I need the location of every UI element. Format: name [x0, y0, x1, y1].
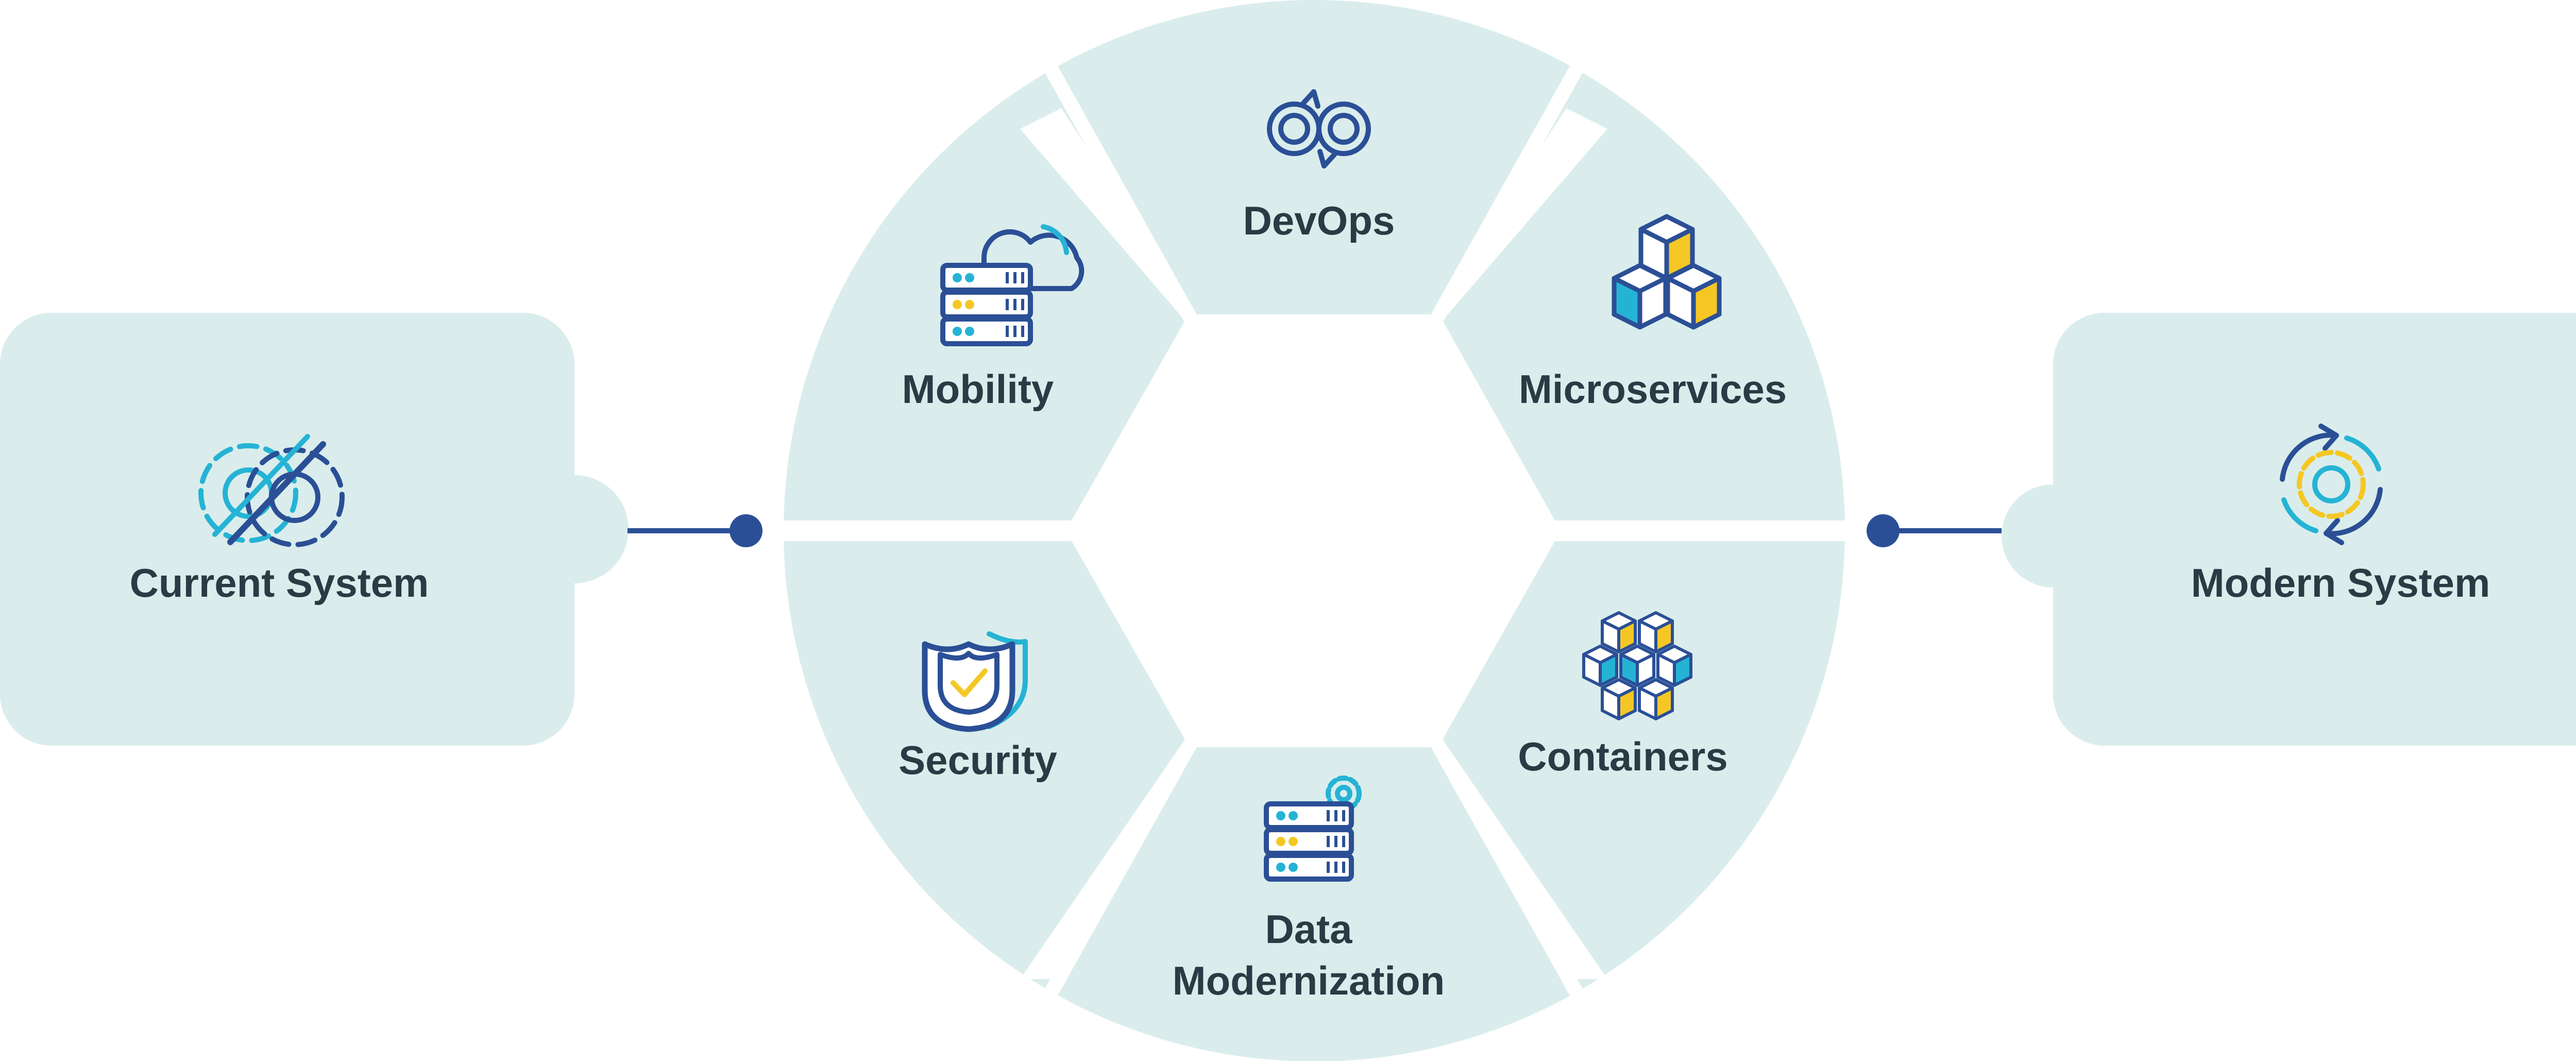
mobility-label: Mobility — [902, 366, 1054, 412]
segment-devops — [1061, 108, 1566, 314]
current-system-panel — [0, 313, 574, 746]
data-modernization-label-line1: Data — [1265, 906, 1352, 952]
devops-label: DevOps — [1243, 198, 1395, 243]
cubes-icon — [1612, 214, 1722, 330]
modern-system-tab — [2002, 484, 2105, 587]
gear-cycle-icon — [2280, 424, 2383, 545]
modern-system-card: Modern System — [1867, 313, 2576, 746]
right-connector-dot — [1867, 514, 1900, 547]
modern-system-label: Modern System — [2191, 560, 2490, 605]
devops-group: DevOps — [1243, 89, 1395, 243]
current-system-label: Current System — [130, 560, 429, 605]
center-hexagon — [1082, 321, 1546, 741]
current-system-tab — [520, 475, 629, 583]
security-group: Security — [899, 631, 1057, 783]
cube-cluster-icon — [1582, 611, 1692, 720]
data-modernization-label-line2: Modernization — [1173, 958, 1445, 1003]
microservices-group: Microservices — [1519, 214, 1787, 412]
capability-ring — [784, 0, 1845, 1061]
security-label: Security — [899, 737, 1057, 783]
shield-check-icon — [922, 631, 1028, 732]
current-system-card: Current System — [0, 313, 762, 746]
containers-group: Containers — [1518, 611, 1728, 779]
microservices-label: Microservices — [1519, 366, 1787, 412]
mobility-group: Mobility — [902, 224, 1084, 412]
left-connector-dot — [730, 514, 762, 547]
infinity-loop-icon — [1267, 89, 1371, 169]
gear-slash-icon — [198, 434, 345, 547]
data-modernization-group: Data Modernization — [1173, 776, 1445, 1003]
containers-label: Containers — [1518, 734, 1727, 779]
server-cloud-icon — [940, 224, 1084, 346]
server-gear-icon — [1264, 776, 1362, 882]
